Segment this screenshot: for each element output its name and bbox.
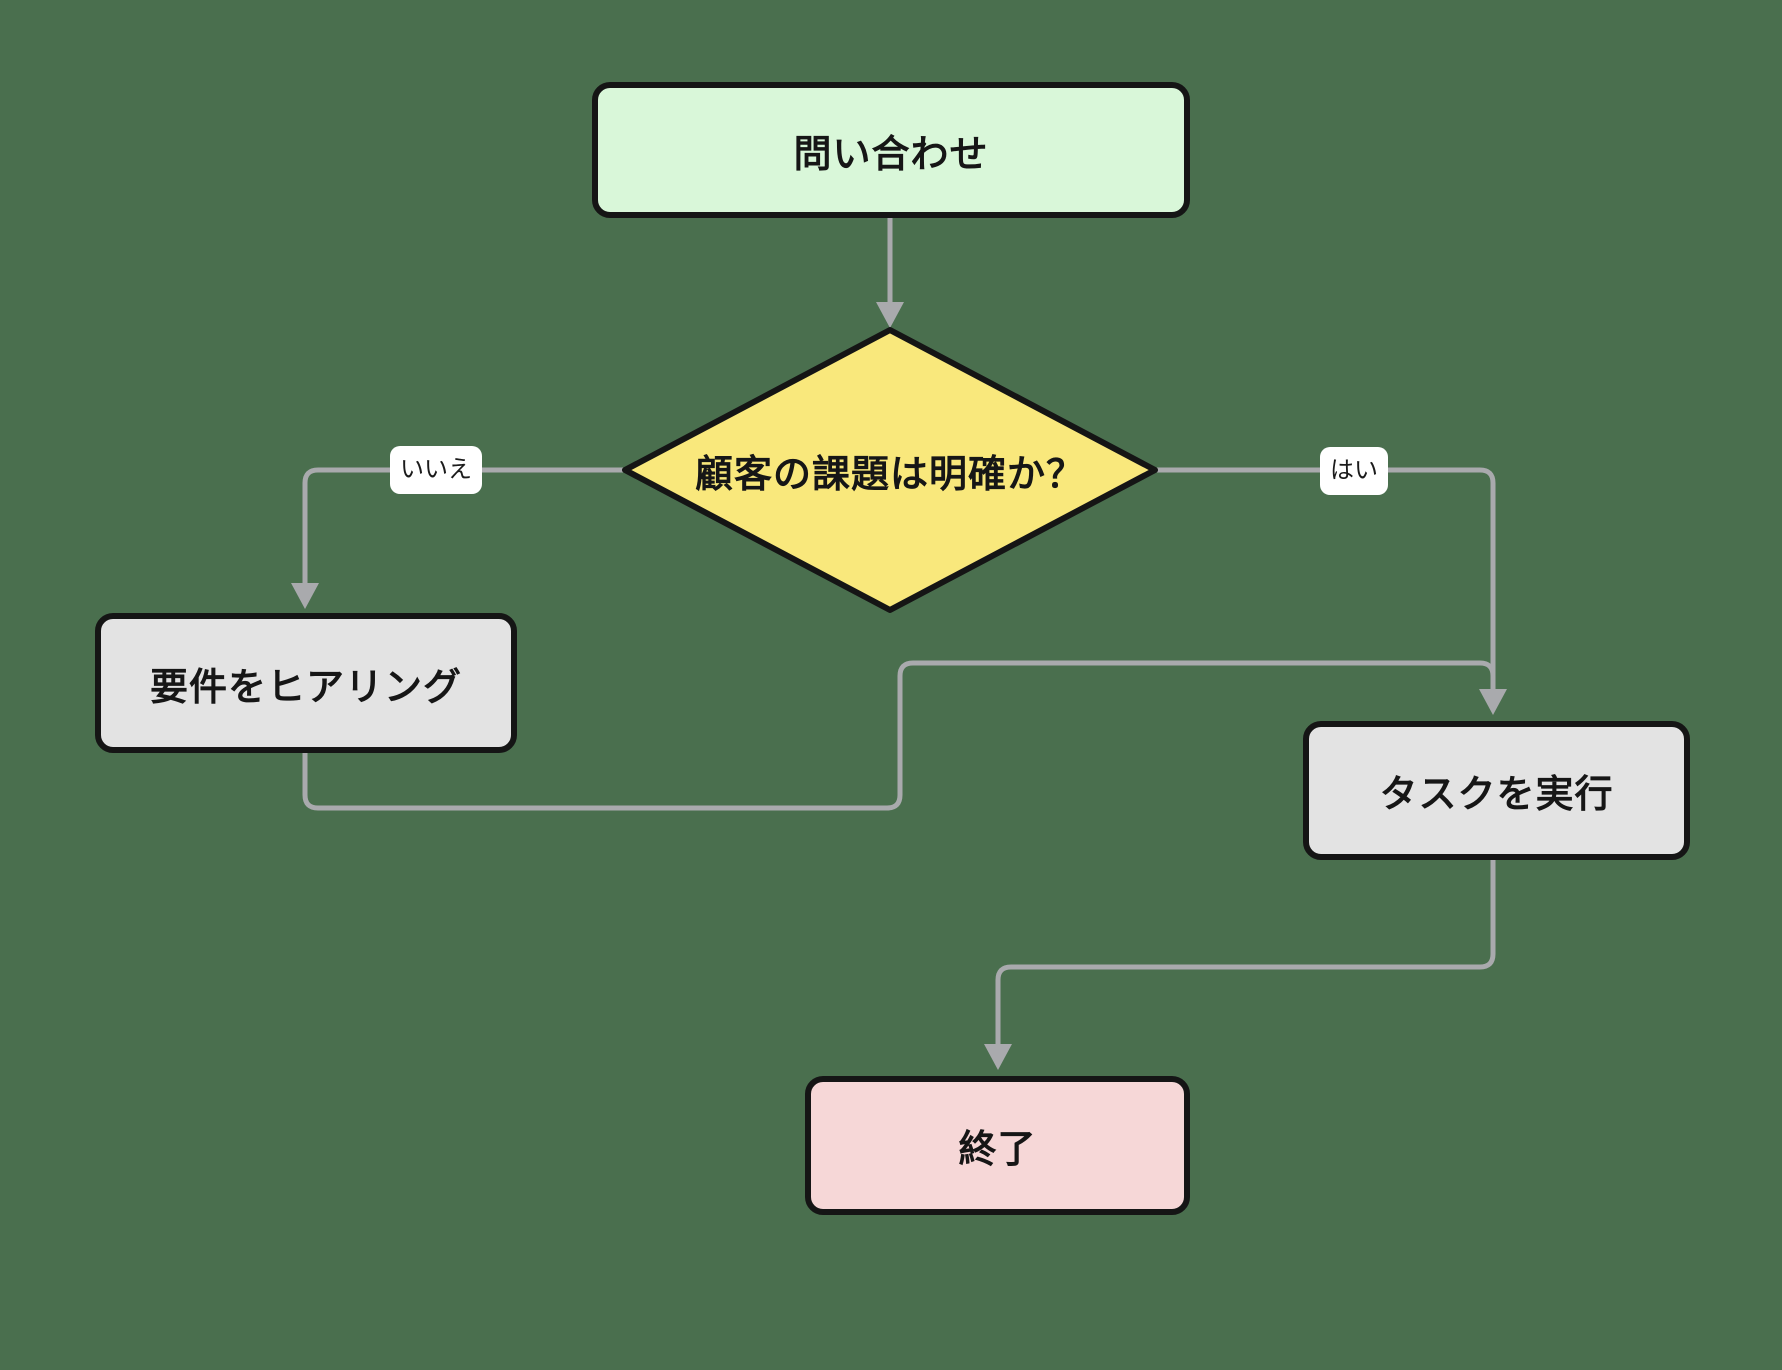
arrowhead-end bbox=[984, 1044, 1012, 1070]
edge-decision-to-hearing bbox=[302, 467, 625, 585]
edge-label-no: いいえ bbox=[390, 446, 482, 494]
node-decision-diamond-shape bbox=[622, 327, 1158, 613]
node-decision-label: 顧客の課題は明確か？ bbox=[694, 453, 1085, 496]
arrowhead-decision bbox=[876, 302, 904, 328]
node-end: 終了 bbox=[805, 1076, 1190, 1215]
arrowhead-hearing bbox=[291, 583, 319, 609]
node-end-label: 終了 bbox=[958, 1129, 1037, 1171]
node-task: タスクを実行 bbox=[1303, 721, 1690, 860]
node-task-label: タスクを実行 bbox=[1379, 774, 1614, 816]
edge-label-yes: はい bbox=[1320, 447, 1388, 495]
edge-task-to-end bbox=[995, 860, 1496, 1046]
arrowhead-task bbox=[1479, 689, 1507, 715]
node-hearing-label: 要件をヒアリング bbox=[149, 666, 462, 709]
node-start-label: 問い合わせ bbox=[793, 133, 989, 176]
edge-decision-to-task bbox=[1155, 467, 1496, 691]
node-hearing: 要件をヒアリング bbox=[95, 613, 517, 753]
node-start: 問い合わせ bbox=[592, 82, 1190, 218]
node-decision: 顧客の課題は明確か？ bbox=[660, 438, 1120, 502]
edge-hearing-to-task bbox=[302, 660, 1496, 811]
